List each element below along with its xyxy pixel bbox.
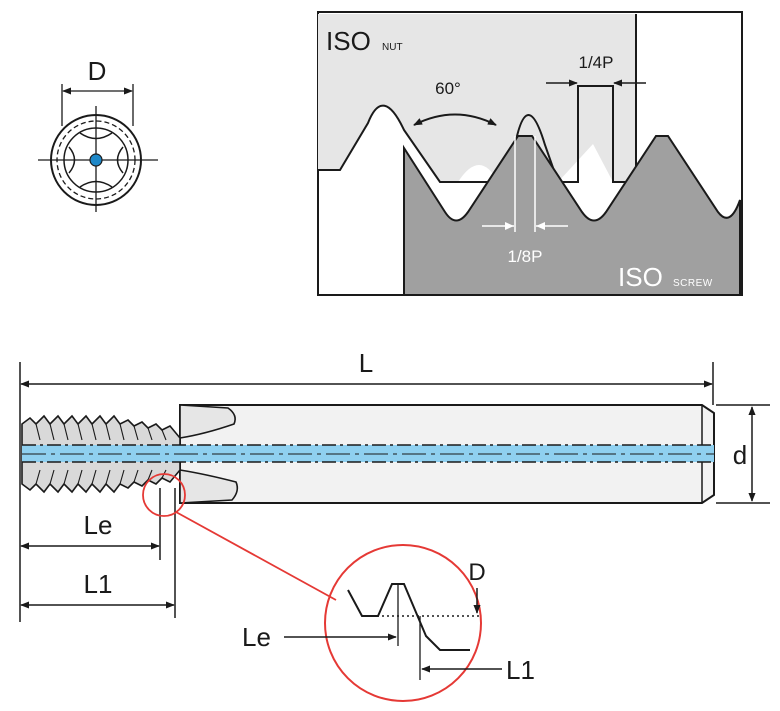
end-view-inner-circle xyxy=(63,127,129,193)
length-label: L xyxy=(359,348,373,378)
end-view: D xyxy=(38,56,158,212)
nut-title: ISO xyxy=(326,26,371,56)
root-arrowhead-left xyxy=(505,222,514,230)
le-label: Le xyxy=(84,510,113,540)
tool-flute-lower xyxy=(179,469,239,504)
angle-arc xyxy=(413,113,497,126)
screw-subscript: SCREW xyxy=(673,278,713,289)
root-label: 1/8P xyxy=(508,247,543,266)
nut-subscript: NUT xyxy=(382,42,403,53)
detail-circle xyxy=(324,544,482,702)
detail-thread-profile xyxy=(347,583,470,651)
end-view-outer-circle xyxy=(50,114,142,206)
highlight-circle xyxy=(142,473,186,517)
thread-profile: 60° 1/4P 1/8P ISO NUT ISO SCREW xyxy=(317,11,743,296)
crest-label: 1/4P xyxy=(579,53,614,72)
tool-thread-teeth xyxy=(35,423,167,485)
tool-flute-upper xyxy=(179,404,236,439)
detail-le-label: Le xyxy=(242,622,271,652)
end-view-dim-label: D xyxy=(88,56,107,86)
tool-view: L d Le L1 xyxy=(19,348,770,622)
end-view-flutes xyxy=(68,132,124,188)
detail-l1-label: L1 xyxy=(506,655,535,685)
shank-label: d xyxy=(733,440,747,470)
detail-dim-label: D xyxy=(468,559,485,586)
end-view-coolant-hole xyxy=(89,153,103,167)
highlight-connector xyxy=(175,511,337,601)
root-arrowhead-right xyxy=(536,222,545,230)
l1-label: L1 xyxy=(84,569,113,599)
screw-title: ISO xyxy=(618,262,663,292)
angle-label: 60° xyxy=(435,79,461,98)
nut-profile xyxy=(318,14,636,182)
screw-profile xyxy=(403,135,741,296)
detail-view: D Le L1 xyxy=(242,544,535,702)
end-view-dashed-circle xyxy=(56,120,136,200)
